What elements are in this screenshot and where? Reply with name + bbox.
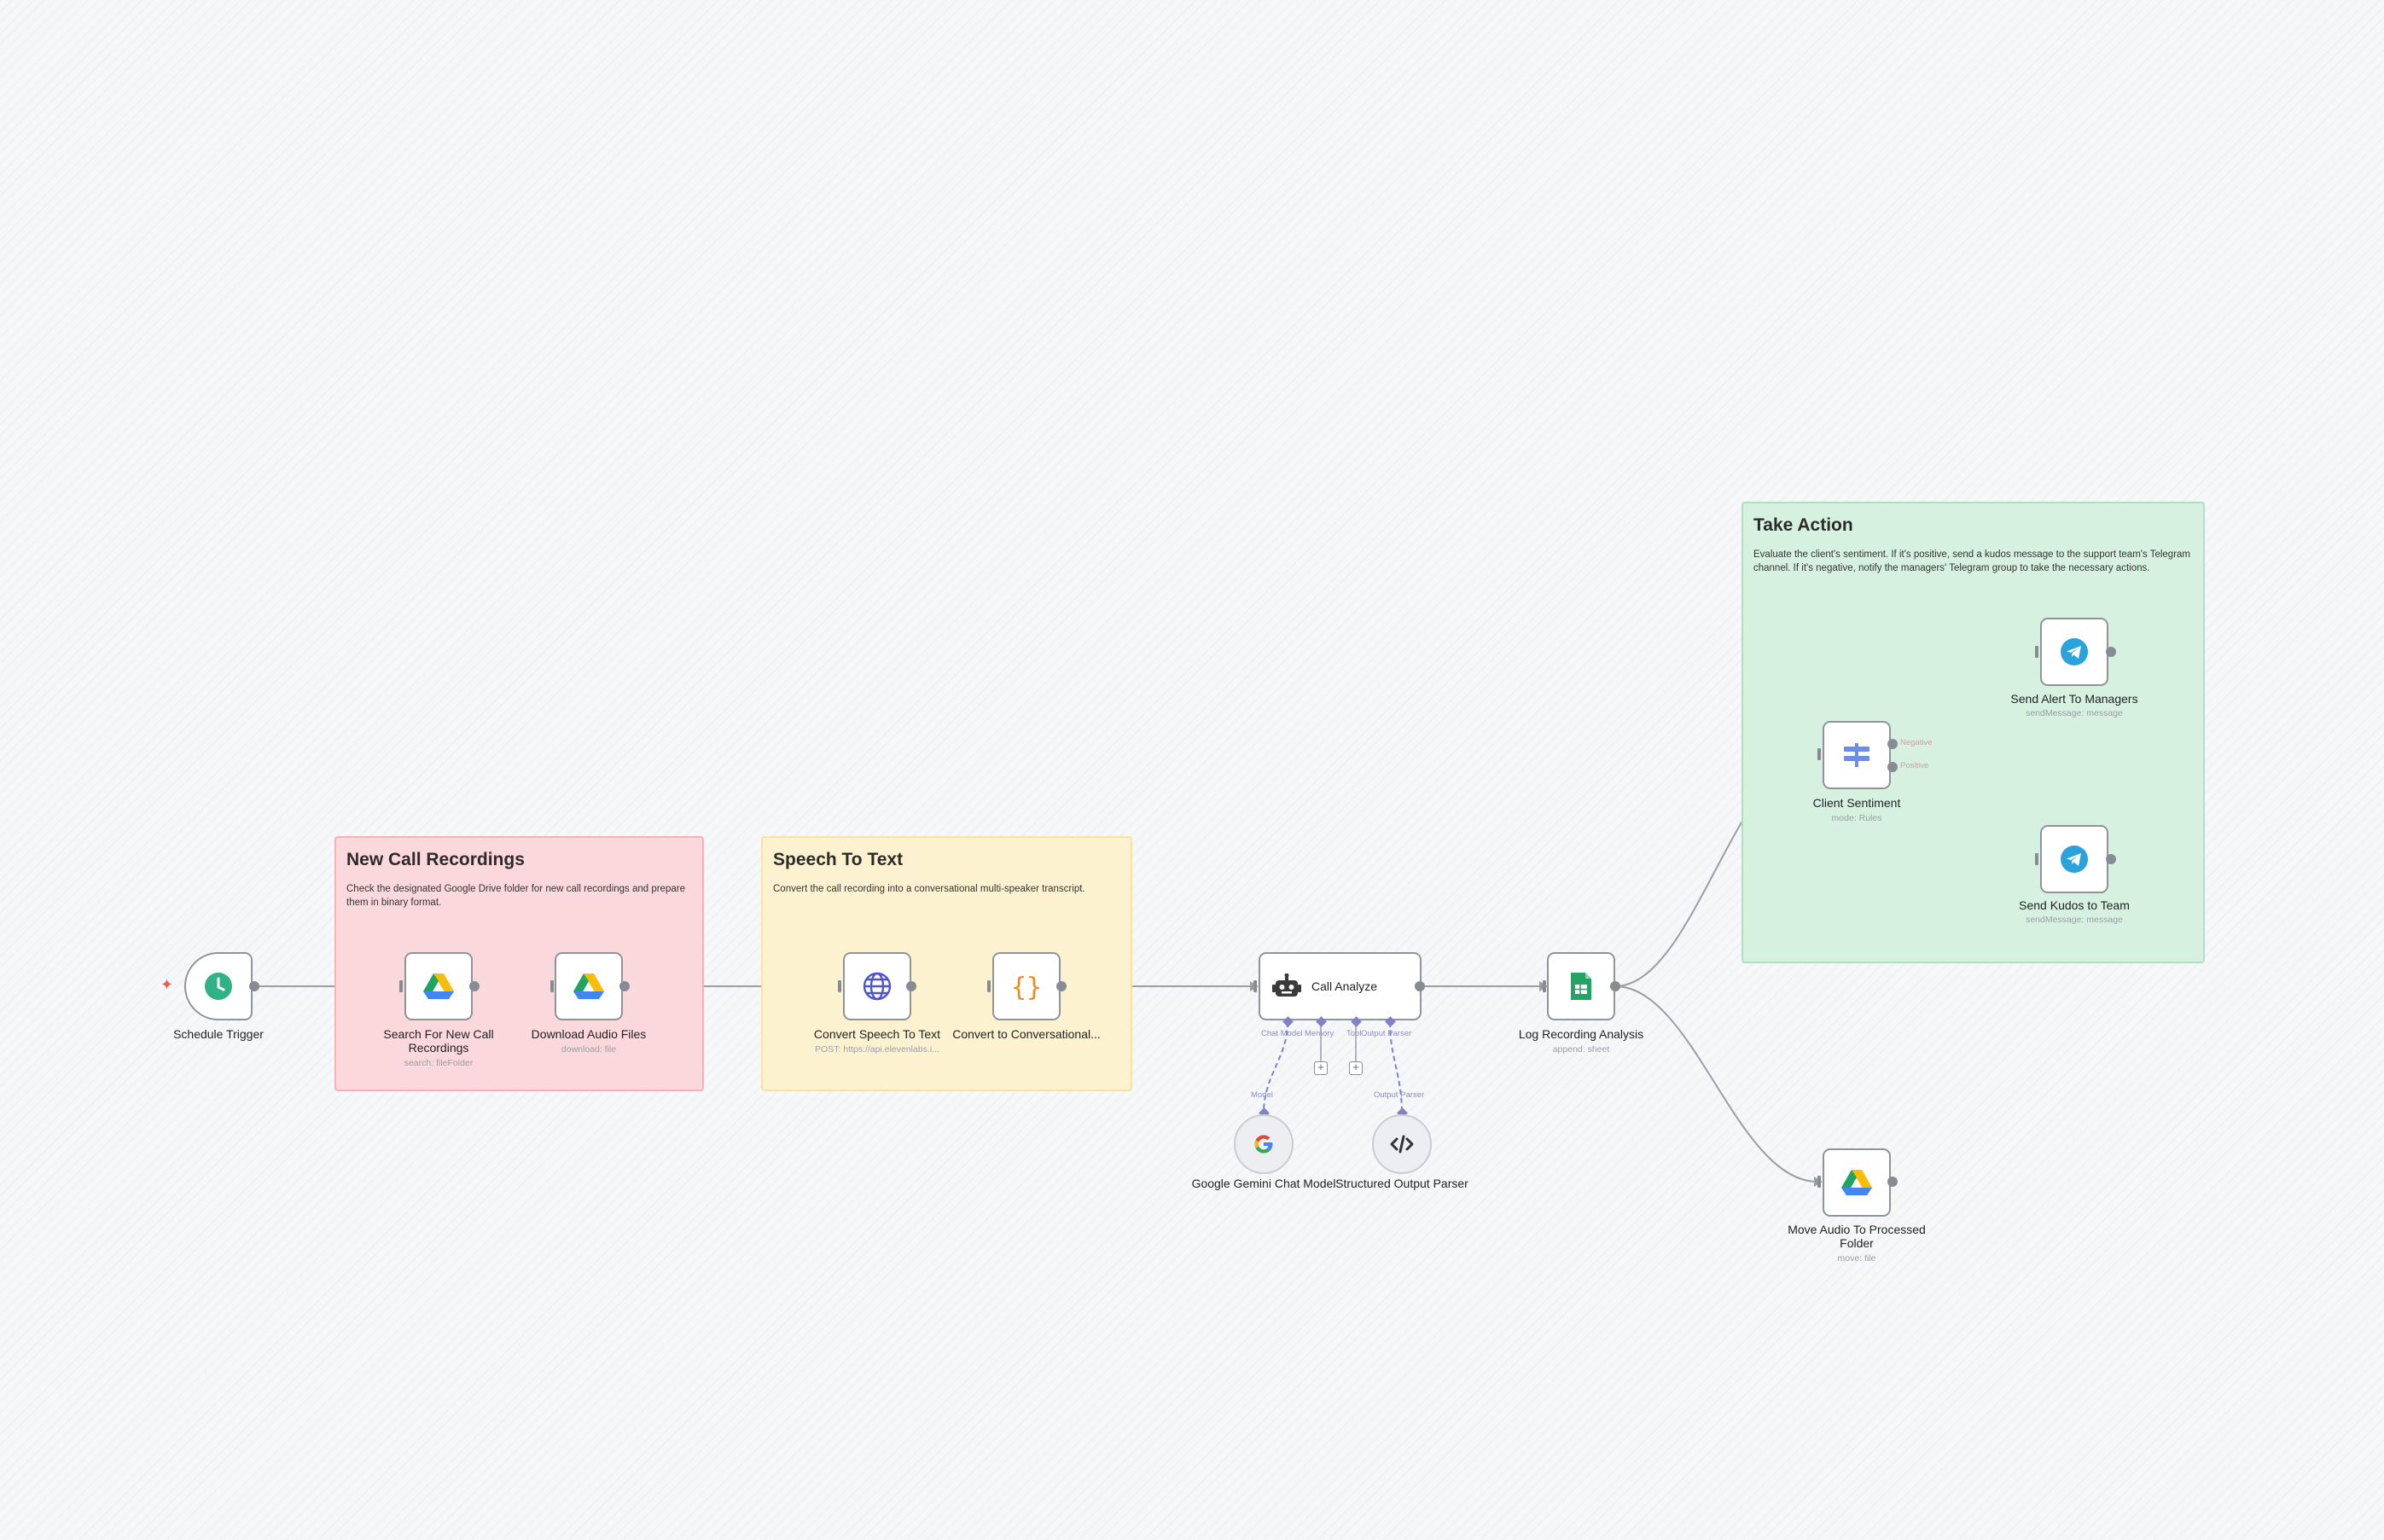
node-subtitle: mode: Rules [1831, 813, 1882, 823]
node-title: Google Gemini Chat Model [1191, 1177, 1336, 1190]
google-drive-icon [423, 973, 454, 999]
input-handle[interactable] [1543, 980, 1546, 992]
input-handle[interactable] [838, 980, 841, 992]
sticky-note-speech-to-text[interactable]: Speech To Text Convert the call recordin… [761, 836, 1132, 1091]
google-drive-icon [573, 973, 604, 999]
sticky-text: Convert the call recording into a conver… [773, 884, 1085, 894]
output-handle[interactable] [2106, 854, 2116, 864]
input-handle[interactable] [2035, 853, 2038, 865]
input-handle[interactable] [550, 980, 554, 992]
node-subtitle: sendMessage: message [2026, 915, 2123, 925]
google-sheets-icon [1571, 973, 1591, 1000]
port-label: Output Parser [1361, 1029, 1412, 1038]
node-title: Schedule Trigger [173, 1027, 264, 1041]
node-log-recording-analysis[interactable] [1547, 952, 1615, 1020]
telegram-icon [2061, 846, 2088, 873]
output-handle-negative[interactable] [1887, 739, 1898, 749]
node-title: Client Sentiment [1812, 796, 1901, 810]
input-handle[interactable] [1253, 980, 1257, 992]
node-title: Log Recording Analysis [1518, 1027, 1644, 1041]
node-title: Convert Speech To Text [813, 1027, 941, 1041]
sticky-note-take-action[interactable]: Take Action Evaluate the client's sentim… [1741, 502, 2205, 963]
globe-icon [863, 972, 892, 1001]
sticky-text: Evaluate the client's sentiment. If it's… [1753, 549, 2191, 573]
port-label: Tool [1346, 1029, 1362, 1038]
port-label: Chat Model [1261, 1029, 1303, 1038]
robot-icon [1272, 973, 1301, 997]
node-title: Send Alert To Managers [2010, 692, 2138, 706]
node-subtitle: sendMessage: message [2026, 708, 2123, 718]
output-handle[interactable] [469, 981, 480, 991]
node-schedule-trigger[interactable] [184, 952, 253, 1020]
node-move-audio-to-processed-folder[interactable] [1823, 1148, 1891, 1217]
output-handle-positive[interactable] [1887, 762, 1898, 772]
node-subtitle: download: file [561, 1044, 617, 1055]
node-convert-speech-to-text[interactable] [843, 952, 911, 1020]
svg-text:{}: {} [1011, 973, 1042, 1002]
node-search-for-new-call-recordings[interactable] [404, 952, 473, 1020]
output-handle[interactable] [1415, 981, 1425, 991]
output-handle[interactable] [1887, 1177, 1898, 1187]
trigger-spark-icon: ✦ [160, 976, 174, 993]
output-handle[interactable] [619, 981, 630, 991]
node-subtitle: move: file [1837, 1253, 1876, 1264]
sticky-title: Take Action [1753, 515, 1853, 535]
code-tag-icon [1390, 1135, 1414, 1154]
node-download-audio-files[interactable] [555, 952, 623, 1020]
switch-icon [1844, 743, 1869, 767]
node-title: Search For New Call Recordings [383, 1027, 494, 1055]
node-subtitle: POST: https://api.elevenlabs.i... [815, 1044, 939, 1055]
add-tool-button[interactable]: + [1349, 1061, 1363, 1075]
input-handle[interactable] [1817, 1176, 1821, 1188]
sticky-title: New Call Recordings [346, 850, 525, 869]
node-title: Structured Output Parser [1335, 1177, 1468, 1190]
google-drive-icon [1841, 1170, 1872, 1195]
sticky-title: Speech To Text [773, 850, 904, 869]
node-subtitle: search: fileFolder [404, 1058, 474, 1068]
output-handle[interactable] [2106, 647, 2116, 657]
node-title: Download Audio Files [531, 1027, 647, 1041]
telegram-icon [2061, 638, 2088, 665]
node-client-sentiment[interactable] [1823, 721, 1891, 789]
output-handle[interactable] [249, 981, 259, 991]
node-convert-to-conversational[interactable]: {} [992, 952, 1061, 1020]
input-handle[interactable] [399, 980, 403, 992]
output-handle[interactable] [906, 981, 916, 991]
branch-label-positive: Positive [1900, 761, 1929, 770]
input-handle[interactable] [987, 980, 991, 992]
node-title: Call Analyze [1311, 979, 1378, 993]
clock-icon [205, 973, 232, 1000]
connection-log-move [1614, 985, 1818, 1183]
google-g-icon [1254, 1135, 1273, 1154]
port-label: Memory [1305, 1029, 1334, 1038]
branch-label-negative: Negative [1900, 738, 1933, 747]
output-handle[interactable] [1056, 981, 1067, 991]
sticky-text: Check the designated Google Drive folder… [346, 884, 685, 908]
code-braces-icon: {} [1011, 973, 1042, 1002]
node-structured-output-parser[interactable] [1372, 1114, 1432, 1174]
node-subtitle: append: sheet [1552, 1044, 1610, 1055]
sticky-note-new-call-recordings[interactable]: New Call Recordings Check the designated… [334, 836, 704, 1091]
port-label: Output Parser [1374, 1090, 1425, 1100]
port-label: Model [1251, 1090, 1273, 1100]
node-send-kudos-to-team[interactable] [2040, 825, 2108, 893]
node-google-gemini-chat-model[interactable] [1234, 1114, 1294, 1174]
node-send-alert-to-managers[interactable] [2040, 618, 2108, 686]
node-title: Send Kudos to Team [2019, 898, 2130, 912]
node-title: Convert to Conversational... [952, 1027, 1101, 1041]
input-handle[interactable] [2035, 646, 2038, 658]
node-call-analyze[interactable]: Call Analyze [1259, 952, 1422, 1020]
input-handle[interactable] [1817, 748, 1821, 760]
add-memory-button[interactable]: + [1314, 1061, 1328, 1075]
output-handle[interactable] [1610, 981, 1620, 991]
node-title: Move Audio To Processed Folder [1788, 1223, 1926, 1250]
